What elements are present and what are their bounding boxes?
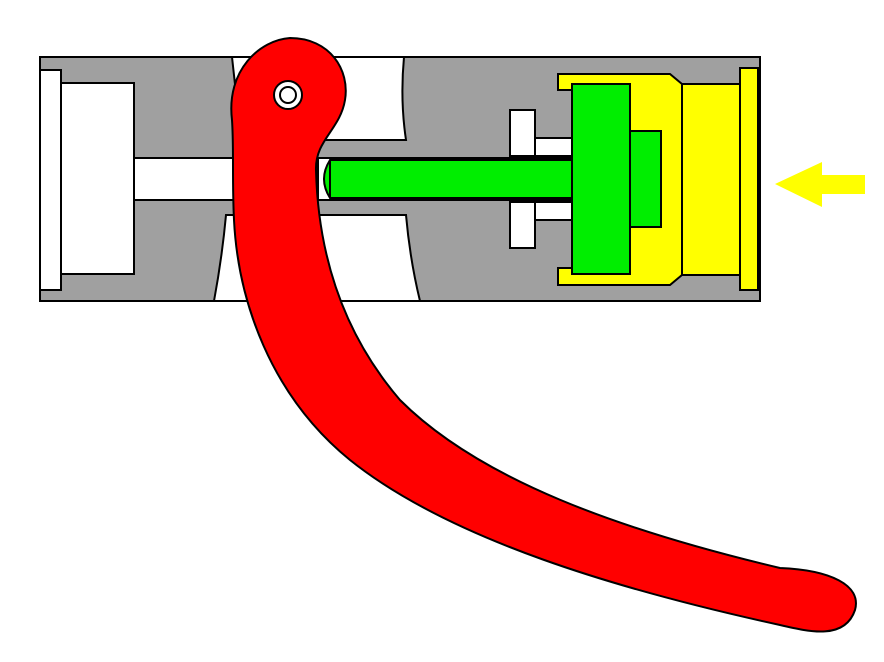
- piston-head: [571, 83, 631, 275]
- lower-guide-step: [534, 201, 574, 221]
- lever: [230, 36, 857, 633]
- piston-boss: [629, 130, 662, 228]
- bore-channel: [133, 157, 245, 201]
- upper-guide-step: [534, 137, 574, 157]
- left-chamber: [60, 82, 135, 275]
- piston-rod: [323, 159, 573, 199]
- retainer-cap-flange: [739, 67, 759, 291]
- upper-guide-block: [509, 109, 536, 157]
- left-end-cap: [39, 69, 62, 291]
- pivot-pin-inner: [279, 86, 297, 104]
- force-arrow: [775, 162, 865, 207]
- lower-guide-block: [509, 201, 536, 249]
